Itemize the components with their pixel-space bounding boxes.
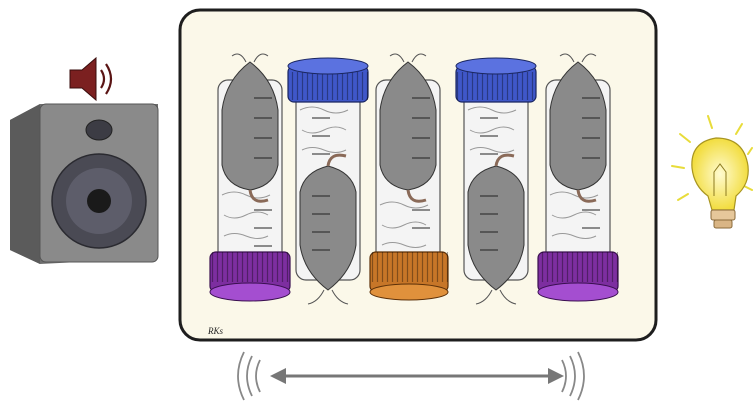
- restraint-tube-1: [210, 54, 290, 301]
- tube-cap-purple: [538, 252, 618, 301]
- restraint-tube-5: [538, 54, 618, 301]
- speaker-icon: [10, 104, 158, 264]
- light-bulb-icon: [672, 116, 752, 228]
- vibration-arrow-icon: [238, 352, 584, 400]
- artist-signature: RKs: [208, 326, 223, 336]
- tube-cap-orange: [370, 252, 448, 300]
- restraint-tube-4: [456, 58, 536, 304]
- restraint-tube-2: [288, 58, 368, 304]
- tube-cap-purple: [210, 252, 290, 301]
- sound-icon: [70, 58, 111, 100]
- tube-cap-blue: [288, 58, 368, 102]
- restraint-tube-3: [370, 54, 448, 300]
- tube-cap-blue: [456, 58, 536, 102]
